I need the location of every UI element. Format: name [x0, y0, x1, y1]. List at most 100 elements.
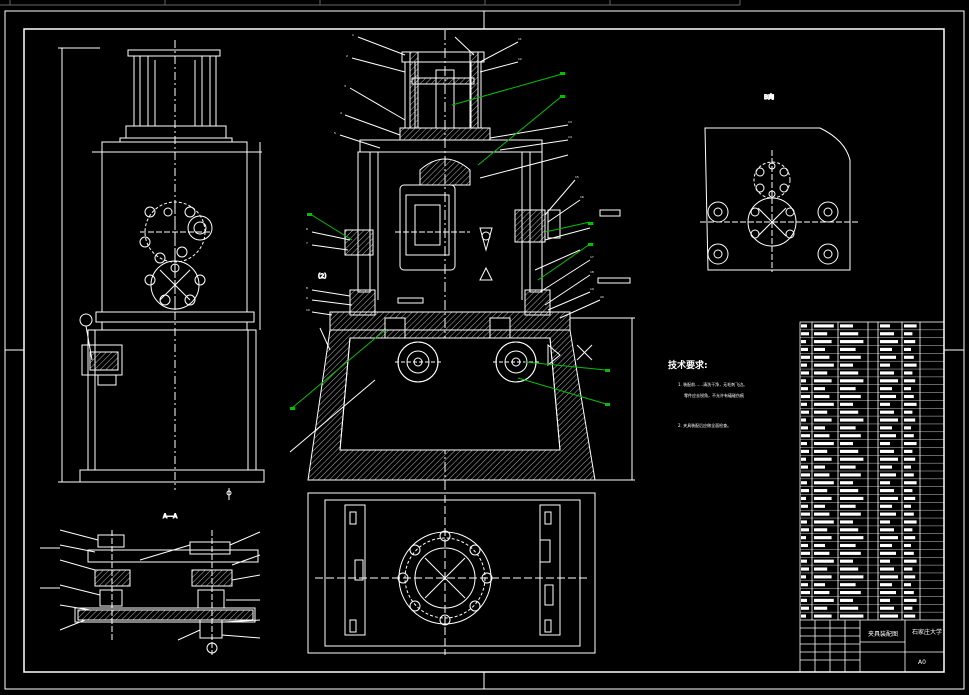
- bom-cell-text: [801, 371, 809, 375]
- bom-cell-text: [814, 426, 825, 430]
- callout-number: 10: [306, 308, 310, 312]
- bom-cell-text: [880, 355, 896, 359]
- bom-cell-text: [801, 426, 808, 430]
- bom-table: [799, 321, 945, 673]
- bom-cell-text: [801, 598, 807, 602]
- bom-cell-text: [840, 489, 859, 493]
- bom-cell-text: [814, 496, 832, 501]
- bom-cell-text: [814, 473, 830, 477]
- bom-cell-text: [801, 559, 807, 563]
- bom-cell-text: [880, 489, 894, 493]
- callout-number: 19: [590, 287, 594, 291]
- callout-number: 6: [306, 227, 308, 231]
- bom-cell-text: [801, 457, 806, 461]
- bom-cell-text: [814, 575, 832, 579]
- view-b-label: B向: [764, 93, 774, 101]
- bom-cell-text: [814, 347, 825, 352]
- bom-cell-text: [814, 434, 830, 438]
- bom-cell-text: [904, 598, 917, 602]
- bom-cell-text: [904, 559, 917, 563]
- bom-cell-text: [840, 543, 856, 548]
- bom-cell-text: [880, 426, 892, 430]
- bom-cell-text: [880, 481, 890, 485]
- bom-cell-text: [904, 434, 914, 438]
- bom-cell-text: [880, 504, 892, 508]
- bom-cell-text: [840, 418, 864, 422]
- bom-cell-text: [880, 583, 892, 587]
- callout-number: 8: [306, 286, 308, 290]
- callout-number: 17: [590, 255, 594, 259]
- title-block-text: 夹具装配图 石家庄大学 A0: [868, 628, 942, 666]
- bom-cell-text: [840, 410, 859, 414]
- note-1-cont: 零件应去锐角，不允许有磕碰伤痕: [684, 392, 744, 398]
- bom-cell-text: [814, 481, 834, 485]
- bom-cell-text: [880, 457, 898, 461]
- bom-cell-text: [801, 355, 810, 359]
- bom-cell-text: [880, 418, 898, 422]
- bom-cell-text: [814, 520, 834, 524]
- bom-cell-text: [904, 590, 914, 595]
- bom-cell-text: [880, 590, 896, 595]
- bom-cell-text: [801, 324, 807, 328]
- bom-cell-text: [801, 473, 810, 477]
- bom-cell-text: [904, 449, 913, 453]
- bom-cell-text: [840, 551, 861, 555]
- bom-cell-text: [814, 536, 832, 540]
- bom-cell-text: [904, 387, 911, 391]
- bom-cell-text: [814, 606, 828, 610]
- bom-cell-text: [880, 496, 898, 501]
- callout-number: 3: [344, 84, 346, 88]
- bom-cell-text: [904, 371, 913, 375]
- callout-number: 2: [346, 54, 348, 58]
- bom-cell-text: [904, 528, 913, 532]
- main-front-view: (2): [289, 30, 635, 490]
- bom-cell-text: [801, 402, 807, 406]
- bom-cell-text: [880, 465, 892, 469]
- bom-cell-text: [840, 324, 853, 328]
- bom-cell-text: [801, 583, 808, 587]
- bom-cell-text: [814, 418, 832, 422]
- bom-cell-text: [904, 606, 913, 610]
- bom-cell-text: [840, 583, 856, 587]
- bom-cell-text: [840, 434, 861, 438]
- bom-cell-text: [840, 394, 861, 399]
- callout-number: 5: [334, 131, 336, 135]
- bom-cell-text: [904, 347, 911, 352]
- bom-cell-text: [814, 512, 830, 516]
- bom-cell-text: [880, 575, 898, 579]
- drawing-name: 夹具装配图: [868, 630, 898, 638]
- bom-cell-text: [904, 332, 913, 336]
- bom-cell-text: [880, 520, 890, 524]
- callout-small-label: (2): [318, 273, 327, 280]
- bom-cell-text: [801, 418, 806, 422]
- bom-cell-text: [840, 606, 859, 610]
- green-leaders: [291, 73, 607, 409]
- bom-cell-text: [814, 379, 832, 383]
- bom-cell-text: [814, 387, 825, 391]
- bom-cell-text: [904, 614, 916, 618]
- bom-cell-text: [801, 528, 809, 532]
- bom-cell-text: [840, 363, 853, 367]
- callout-number: 18: [590, 270, 594, 274]
- bom-cell-text: [801, 551, 810, 555]
- bom-cell-text: [814, 614, 832, 618]
- view-b: B向: [700, 93, 860, 272]
- bom-cell-text: [880, 347, 892, 352]
- bom-cell-text: [840, 465, 856, 469]
- bom-cell-text: [840, 379, 864, 383]
- bom-cell-text: [814, 590, 830, 595]
- green-ticks: [290, 72, 610, 410]
- callout-number: 15: [575, 175, 579, 179]
- bom-cell-text: [880, 324, 890, 328]
- bom-cell-text: [880, 512, 896, 516]
- bom-cell-text: [880, 543, 892, 548]
- note-1: 1. 装配前……清洗干净，无毛刺飞边。: [678, 381, 747, 387]
- bom-cell-text: [840, 355, 861, 359]
- bom-cell-text: [814, 504, 825, 508]
- bom-cell-text: [840, 598, 853, 602]
- bom-cell-text: [880, 449, 894, 453]
- bom-cell-text: [814, 449, 828, 453]
- bom-cell-text: [814, 363, 834, 367]
- callout-number: 13: [568, 120, 572, 124]
